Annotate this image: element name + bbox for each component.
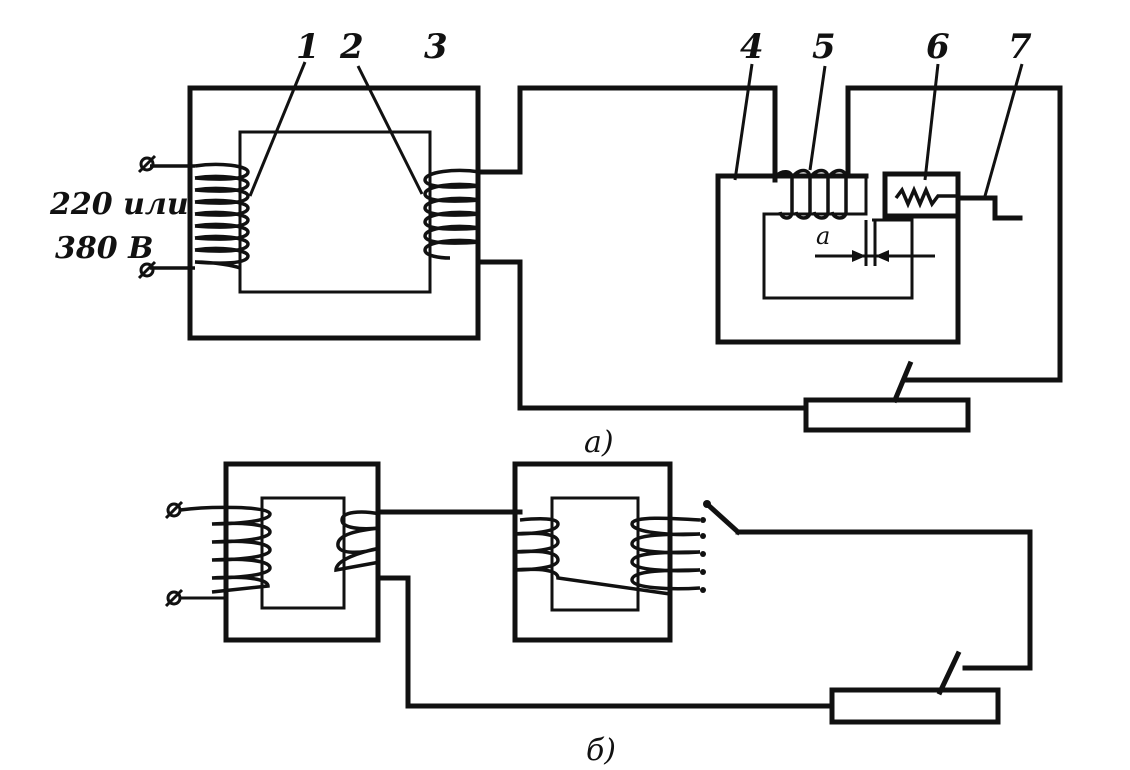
diagram-b: б) [164,461,1033,768]
voltage-label-line1: 220 или [49,187,189,222]
transformer-left-b [164,461,381,643]
leader-line-2 [356,65,424,195]
terminal-icon [139,156,155,172]
tap-switch [703,500,1033,671]
resistor-icon [894,185,958,209]
secondary-winding-a [423,168,481,260]
terminal-icon [166,502,182,518]
terminal-icon [139,262,155,278]
diagram-a: 1 2 3 4 5 6 7 220 или 380 В a а) [49,27,1063,460]
wire-b-bottom [375,575,835,709]
label-4: 4 [740,27,764,67]
adjustable-armature [882,171,961,219]
terminal-icon [166,590,182,606]
caption-b: б) [586,733,616,768]
label-7: 7 [1008,27,1032,67]
workpiece-b [829,687,1001,725]
electrode-holder-b [829,650,1001,725]
label-1: 1 [296,27,320,67]
label-5: 5 [812,27,836,67]
air-gap-indicator [815,220,935,266]
choke-core [715,171,961,345]
wire-a-bottom [475,259,809,411]
wire-a-right [845,85,1063,383]
leader-line-1 [248,61,307,197]
choke-winding [774,168,848,220]
label-2: 2 [339,27,364,67]
label-3: 3 [424,27,448,67]
workpiece-a [803,397,971,433]
wire-a-top [475,85,778,183]
transformer-right-b [512,461,706,643]
label-6: 6 [926,27,950,67]
electrode-holder-a [803,360,971,433]
caption-a: а) [584,425,614,460]
gap-label: a [816,222,830,250]
primary-winding-a [137,154,250,280]
voltage-label-line2: 380 В [55,231,153,266]
adjust-screw [955,195,1023,221]
